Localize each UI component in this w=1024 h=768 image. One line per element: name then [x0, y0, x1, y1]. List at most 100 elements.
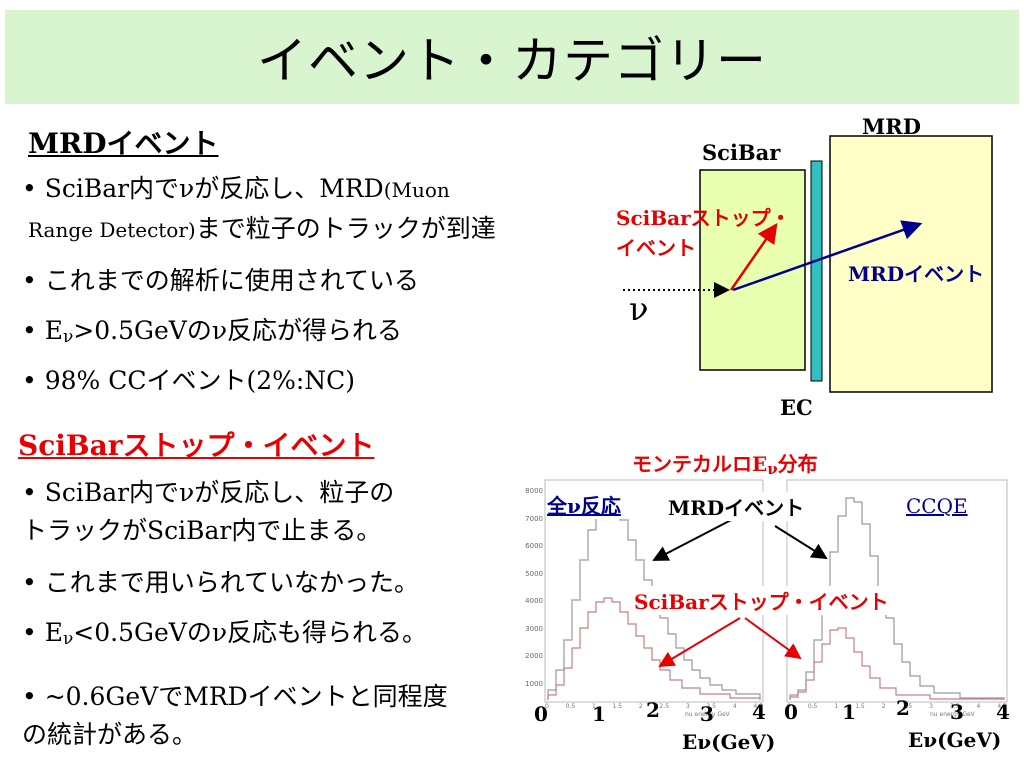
xs-r-9: 4.5 — [997, 703, 1007, 710]
mrd-bullet-1-text-d: まで粒子のトラックが到達 — [195, 214, 496, 243]
scibar-stop-track — [729, 222, 778, 291]
xs-r-6: 3 — [929, 703, 933, 710]
x-tick-right-3: 3 — [950, 700, 964, 724]
xs-l-0: 0 — [545, 703, 549, 710]
x-tick-left-3: 3 — [700, 702, 714, 726]
histo-right-stop — [789, 627, 1005, 700]
scibar-label: SciBar — [702, 140, 781, 165]
xs-r-8: 4 — [976, 703, 981, 710]
xs-l-9: 4.5 — [753, 703, 763, 710]
xs-r-0: 0 — [787, 703, 791, 710]
mrd-bullet-4: • 98% CCイベント(2%:NC) — [22, 366, 356, 395]
xs-l-6: 3 — [685, 703, 690, 710]
mrd-event-arrow-right — [774, 525, 828, 560]
y-tick-3000: 3000 — [525, 624, 543, 633]
y-tick-1000: 1000 — [525, 679, 543, 688]
mrd-label: MRD — [862, 114, 921, 139]
scibar-stop-label-2: イベント — [616, 236, 696, 260]
stop-event-arrow-left — [658, 617, 741, 668]
x-tick-right-1: 1 — [842, 700, 856, 724]
mrd-detector — [829, 135, 993, 393]
stop-event-arrow-right — [744, 617, 802, 660]
montecarlo-caption: モンテカルロEν分布 — [632, 448, 818, 478]
xs-l-3: 1.5 — [612, 703, 623, 710]
histo-left-stop — [547, 597, 761, 700]
x-tick-left-0: 0 — [534, 702, 548, 726]
stop-bullet-3-sub: ν — [62, 629, 74, 649]
scibar-stop-label-1: SciBarストップ・ — [616, 206, 791, 230]
x-axis-label-left: Eν(GeV) — [682, 730, 776, 754]
x-tick-left-4: 4 — [752, 700, 766, 724]
x-tick-left-2: 2 — [646, 698, 660, 722]
montecarlo-caption-b: 分布 — [777, 452, 818, 476]
mrd-bullet-2: • これまでの解析に使用されている — [22, 266, 419, 295]
xs-l-1: 0.5 — [565, 703, 576, 710]
mrd-bullet-1: • SciBar内でνが反応し、MRD(Muon — [22, 172, 450, 207]
mrd-bullet-3: • Eν>0.5GeVのν反応が得られる — [22, 314, 402, 354]
histo-right-small-xticks: 0 0.5 1 1.5 2 2.5 3 3.5 4 4.5 — [787, 703, 1007, 710]
xs-r-1: 0.5 — [807, 703, 818, 710]
y-tick-7000: 7000 — [525, 514, 543, 523]
slide-title: イベント・カテゴリー — [257, 32, 767, 90]
stop-bullet-3: • Eν<0.5GeVのν反応も得られる。 — [22, 616, 427, 656]
stop-bullet-3-text-b: <0.5GeVのν反応も得られる。 — [73, 618, 428, 647]
histo-left-all — [547, 497, 761, 700]
stop-bullet-2: • これまで用いられていなかった。 — [22, 568, 419, 597]
y-tick-8000: 8000 — [525, 487, 543, 495]
nu-energy-right-text: nu energy — [930, 711, 961, 718]
stop-bullet-4-cont: の統計がある。 — [22, 720, 198, 749]
mrd-bullet-1-text-a: • SciBar内でνが反応し、MRD — [22, 174, 384, 203]
xs-r-2: 1 — [834, 703, 839, 710]
xs-r-5: 2.5 — [902, 703, 913, 710]
xs-r-4: 2 — [881, 703, 886, 710]
mrd-bullet-3-text-b: >0.5GeVのν反応が得られる — [73, 316, 403, 345]
ccqe-label: CCQE — [906, 494, 968, 518]
y-tick-5000: 5000 — [525, 569, 543, 578]
x-tick-right-2: 2 — [896, 696, 910, 720]
mrd-bullet-3-text-a: • E — [22, 316, 63, 345]
neutrino-symbol: ν — [629, 290, 649, 328]
gev-left-text: GeV — [717, 711, 730, 718]
x-tick-left-1: 1 — [592, 702, 606, 726]
xs-l-5: 2.5 — [659, 703, 670, 710]
nu-energy-left: nu energy GeV — [685, 711, 730, 718]
mrd-bullet-3-sub: ν — [62, 327, 74, 347]
stop-bullet-1: • SciBar内でνが反応し、粒子の — [22, 478, 395, 507]
nu-energy-left-text: nu energy — [685, 711, 716, 718]
scibar-stop-heading: SciBarストップ・イベント — [18, 429, 375, 462]
scibar-stop-histo-label: SciBarストップ・イベント — [634, 586, 889, 615]
stop-bullet-3-text-a: • E — [22, 618, 63, 647]
histo-left-small-xticks: 0 0.5 1 1.5 2 2.5 3 3.5 4 4.5 — [545, 703, 763, 710]
mrd-event-track — [732, 220, 923, 292]
xs-l-7: 3.5 — [706, 703, 716, 710]
y-tick-4000: 4000 — [525, 597, 543, 605]
mrd-event-arrow-left — [652, 517, 736, 561]
x-tick-right-0: 0 — [784, 700, 798, 724]
title-bar: イベント・カテゴリー — [5, 10, 1019, 104]
stop-bullet-1-cont: トラックがSciBar内で止まる。 — [22, 516, 382, 545]
montecarlo-caption-sub: ν — [767, 460, 778, 478]
histo-right-all — [789, 497, 1005, 700]
xs-l-2: 1 — [591, 703, 596, 710]
x-axis-label-right: Eν(GeV) — [908, 728, 1002, 752]
montecarlo-caption-a: モンテカルロE — [632, 452, 768, 476]
mrd-event-histo-label: MRDイベント — [668, 492, 805, 521]
ec-detector — [810, 160, 823, 382]
gev-right-text: GeV — [962, 711, 975, 718]
mrd-event-diagram-label: MRDイベント — [848, 262, 985, 286]
mrd-bullet-1-text-b: (Muon — [383, 178, 450, 202]
y-tick-2000: 2000 — [525, 652, 543, 660]
nu-energy-right: nu energy GeV — [930, 711, 975, 718]
x-tick-right-4: 4 — [996, 700, 1010, 724]
histo-y-ticks: 8000 7000 6000 5000 4000 3000 2000 1000 — [518, 478, 543, 698]
xs-l-8: 4 — [732, 703, 737, 710]
xs-r-7: 3.5 — [949, 703, 960, 710]
mrd-event-heading: MRDイベント — [28, 127, 219, 160]
mrd-bullet-1-cont: Range Detector)まで粒子のトラックが到達 — [28, 212, 496, 247]
stop-bullet-4: • ~0.6GeVでMRDイベントと同程度 — [22, 682, 448, 711]
xs-l-4: 2 — [638, 703, 643, 710]
ec-label: EC — [780, 395, 813, 420]
mrd-bullet-1-text-c: Range Detector) — [28, 218, 196, 242]
